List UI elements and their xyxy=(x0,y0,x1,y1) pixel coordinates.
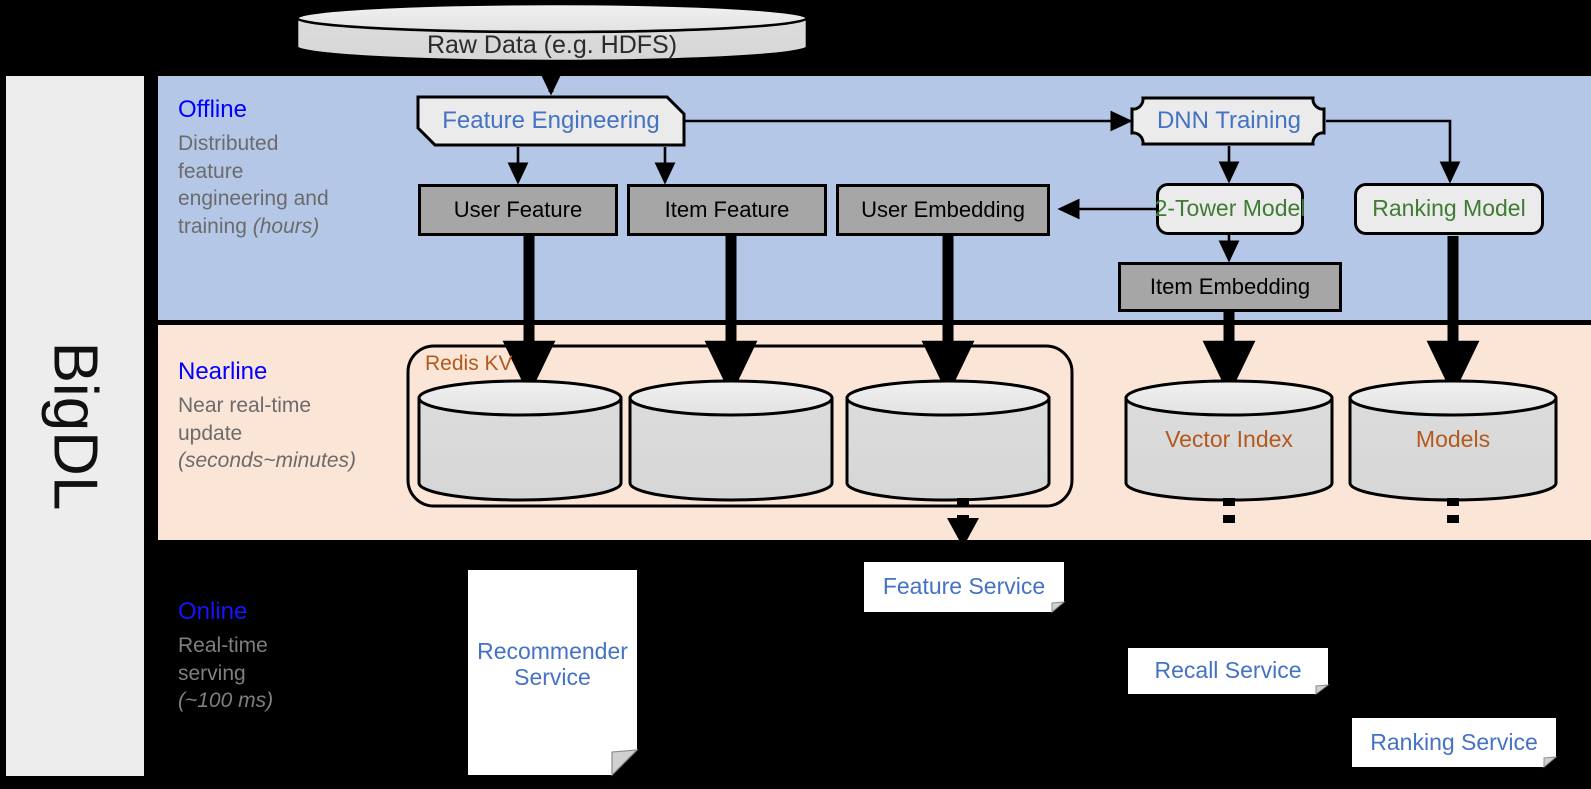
offline-title: Offline xyxy=(178,96,247,123)
nearline-subtitle-em: (seconds~minutes) xyxy=(178,449,356,473)
offline-subtitle-l2: feature xyxy=(178,159,244,183)
nearline-title: Nearline xyxy=(178,358,268,385)
user-feature-box[interactable]: User Feature xyxy=(418,184,618,236)
online-title: Online xyxy=(178,598,248,625)
online-subtitle-l2: serving xyxy=(178,661,246,685)
bigdl-rail-label: BigDL xyxy=(40,341,110,511)
nearline-caption: Nearline Near real-time update (seconds~… xyxy=(178,358,393,475)
dnn-training-label[interactable]: DNN Training xyxy=(1156,106,1302,134)
offline-subtitle-l1: Distributed xyxy=(178,132,279,155)
offline-subtitle-l4: training xyxy=(178,215,253,239)
offline-subtitle-l3: engineering and xyxy=(178,187,329,211)
online-caption: Online Real-time serving (~100 ms) xyxy=(178,598,393,715)
two-tower-model-box[interactable]: 2-Tower Model xyxy=(1155,183,1305,235)
feature-service-label[interactable]: Feature Service xyxy=(882,573,1046,600)
online-subtitle: Real-time serving (~100 ms) xyxy=(178,632,393,715)
recall-service-label[interactable]: Recall Service xyxy=(1154,657,1302,684)
offline-subtitle-em: (hours) xyxy=(252,215,320,239)
nearline-subtitle: Near real-time update (seconds~minutes) xyxy=(178,392,393,475)
online-subtitle-em: (~100 ms) xyxy=(178,689,274,713)
models-label: Models xyxy=(1415,426,1491,453)
vector-index-label: Vector Index xyxy=(1165,426,1293,453)
user-embedding-box[interactable]: User Embedding xyxy=(836,184,1050,236)
feature-engineering-label[interactable]: Feature Engineering xyxy=(442,106,660,134)
offline-subtitle: Distributed feature engineering and trai… xyxy=(178,130,393,241)
offline-caption: Offline Distributed feature engineering … xyxy=(178,96,393,241)
online-subtitle-l1: Real-time xyxy=(178,634,268,657)
nearline-subtitle-l2: update xyxy=(178,421,243,445)
nearline-subtitle-l1: Near real-time xyxy=(178,394,312,417)
recommender-service-label[interactable]: Recommender Service xyxy=(477,638,628,690)
raw-data-label: Raw Data (e.g. HDFS) xyxy=(426,31,678,59)
bigdl-rail: BigDL xyxy=(6,76,144,776)
ranking-model-box[interactable]: Ranking Model xyxy=(1354,183,1544,235)
item-embedding-box[interactable]: Item Embedding xyxy=(1118,262,1342,312)
ranking-service-label[interactable]: Ranking Service xyxy=(1370,728,1538,755)
redis-kv-label: Redis KV xyxy=(425,352,513,375)
item-feature-box[interactable]: Item Feature xyxy=(627,184,827,236)
